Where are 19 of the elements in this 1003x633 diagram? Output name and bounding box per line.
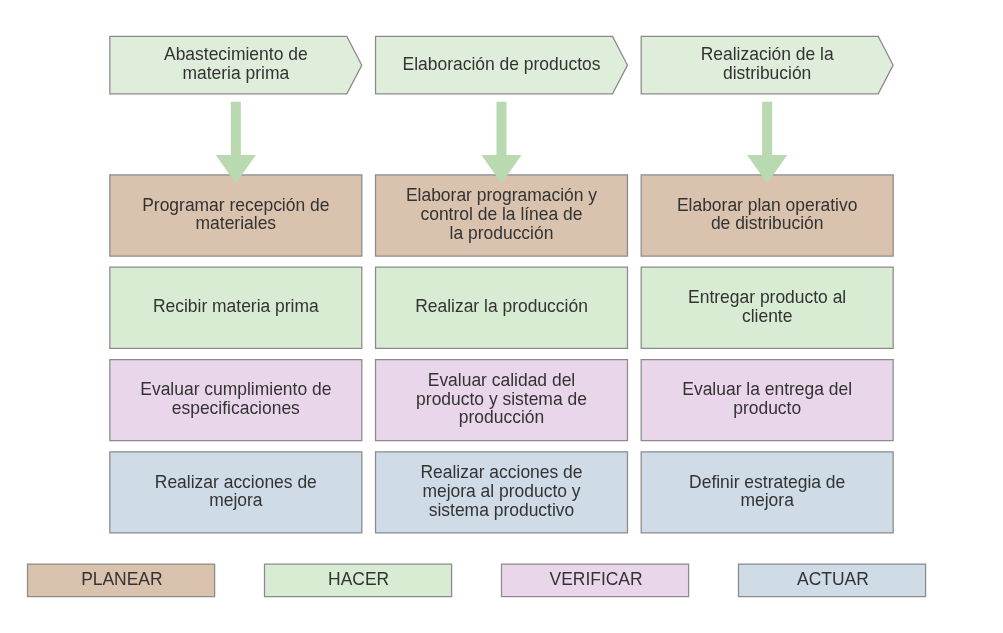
node-box: Realizar acciones de mejora xyxy=(109,451,363,534)
node-box: Evaluar la entrega del producto xyxy=(640,358,894,442)
node-box: Realizar la producción xyxy=(374,266,629,349)
node-box: Elaborar programación y control de la línea de la producción xyxy=(374,174,629,257)
arrow xyxy=(747,101,788,184)
arrow xyxy=(215,101,256,184)
arrow xyxy=(481,101,522,184)
legend-label: VERIFICAR xyxy=(549,568,643,589)
node-box: Entregar producto al cliente xyxy=(640,266,894,349)
node-box: Realizar acciones de mejora al producto y sistema productivo xyxy=(374,451,629,534)
node-box: Programar recepción de materiales xyxy=(109,174,363,257)
node-box: Elaborar plan operativo de distribución xyxy=(640,174,894,257)
node-box: Evaluar calidad del producto y sistema de producción xyxy=(374,358,629,442)
node-box: Definir estrategia de mejora xyxy=(640,451,894,534)
node-box: Evaluar cumplimiento de especificaciones xyxy=(109,358,363,442)
node-box: Recibir materia prima xyxy=(109,266,363,349)
legend-label: PLANEAR xyxy=(81,568,163,589)
legend-label: ACTUAR xyxy=(797,568,869,589)
legend-label: HACER xyxy=(328,568,390,589)
